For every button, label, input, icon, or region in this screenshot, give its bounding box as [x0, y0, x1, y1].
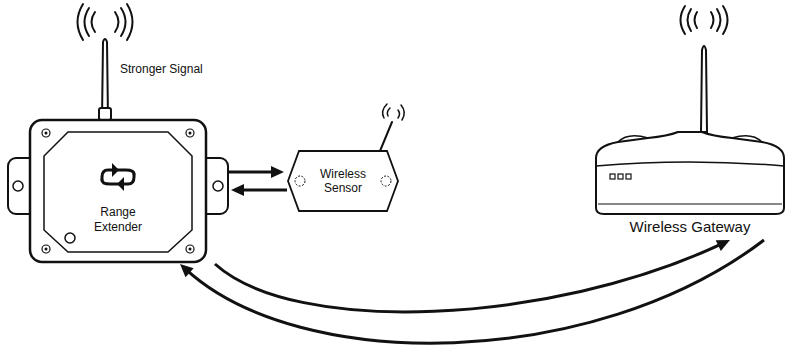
signal-waves: [383, 104, 405, 120]
arrow-line: [239, 189, 287, 192]
arrowhead: [231, 184, 244, 196]
arrow-line: [186, 240, 764, 343]
node-label: Wireless Sensor: [313, 167, 373, 196]
antenna: [701, 46, 707, 132]
signal-arrow: [228, 166, 284, 178]
signal-waves: [681, 6, 728, 34]
arrow-line: [215, 243, 723, 311]
note-label: Stronger Signal: [120, 62, 203, 76]
signal-waves: [78, 4, 133, 40]
signal-arrow: [180, 240, 764, 343]
antenna-base: [99, 108, 111, 120]
arrowhead: [716, 240, 730, 251]
range-extender-outline: [8, 118, 228, 264]
wireless-sensor: Wireless Sensor: [287, 150, 399, 212]
wireless-gateway: Wireless Gateway: [588, 118, 792, 240]
node-label: Range Extender: [83, 205, 153, 234]
antenna: [380, 122, 392, 151]
range-extender: Range Extender: [8, 118, 228, 264]
node-label: Wireless Gateway: [590, 218, 790, 236]
arrowhead: [271, 166, 284, 178]
arrowhead: [180, 264, 194, 277]
arrow-line: [228, 171, 276, 174]
signal-arrow: [231, 184, 287, 196]
